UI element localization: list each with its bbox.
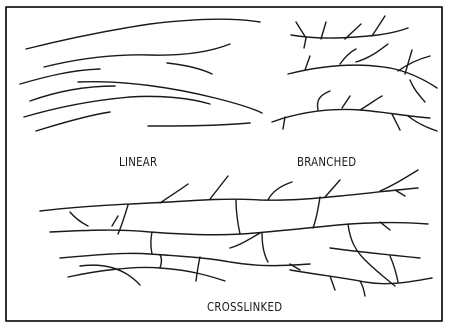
branch (230, 233, 260, 248)
branch (318, 91, 331, 110)
figure-border (6, 7, 442, 321)
linear-label: LINEAR (119, 155, 157, 169)
branch (392, 114, 400, 130)
branched-polymer-chains (272, 16, 437, 131)
branch (321, 22, 326, 39)
linear-chain (24, 96, 210, 117)
branch (360, 281, 365, 296)
branch (408, 116, 437, 131)
branch (342, 96, 350, 108)
branch (398, 56, 430, 71)
linear-polymer-chains (20, 19, 262, 131)
network-chain (330, 248, 420, 258)
linear-chain (30, 86, 115, 101)
branch (70, 212, 88, 226)
branched-backbone (272, 110, 430, 123)
crosslink (151, 232, 152, 254)
crosslink (390, 256, 398, 282)
branched-label: BRANCHED (297, 155, 356, 169)
linear-chain (167, 63, 212, 74)
crosslinked-polymer-network (40, 170, 432, 296)
branch (196, 257, 200, 281)
branch (356, 44, 388, 62)
branch (372, 16, 385, 36)
crosslink (236, 200, 240, 234)
branched-backbone (291, 28, 408, 38)
branch (325, 180, 340, 197)
crosslink (118, 205, 128, 234)
network-chain (60, 253, 310, 265)
crosslink (160, 255, 162, 268)
branch (112, 216, 118, 226)
branched-backbone (288, 65, 437, 88)
branch (160, 184, 188, 203)
linear-chain (36, 112, 110, 131)
branch (360, 96, 382, 110)
branch (410, 80, 425, 102)
crosslink (262, 233, 268, 262)
network-chain (40, 188, 418, 211)
branch (395, 190, 405, 196)
branch (210, 176, 228, 199)
linear-chain (44, 44, 230, 67)
branch (330, 276, 335, 290)
branch (340, 49, 356, 64)
network-chain (68, 267, 225, 281)
branch (405, 50, 412, 74)
crosslink (313, 197, 320, 228)
branch (305, 56, 310, 70)
crosslinked-label: CROSSLINKED (207, 300, 282, 314)
branch (268, 182, 292, 200)
branch (304, 38, 306, 48)
linear-chain (26, 19, 260, 49)
linear-chain (148, 123, 250, 126)
